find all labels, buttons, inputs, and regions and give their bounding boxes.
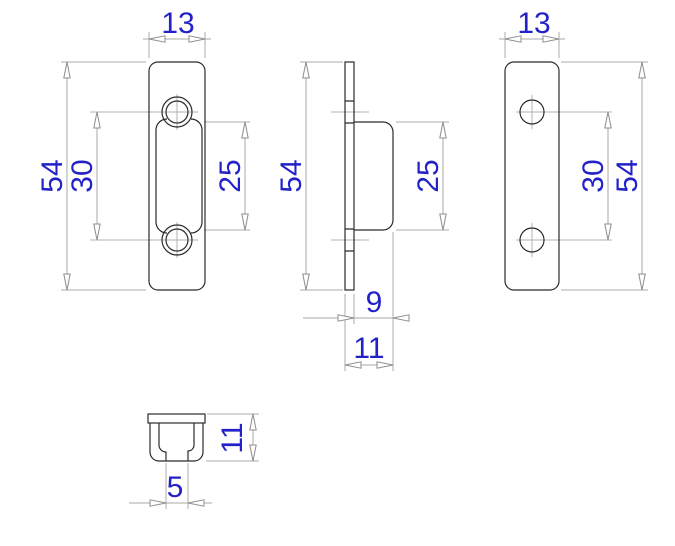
front-pad-height-dim-label: 25 bbox=[214, 159, 247, 192]
side-pad-depth-dim-label: 9 bbox=[366, 286, 383, 319]
front-bottom-hole bbox=[165, 228, 189, 252]
front-height-dim-label: 54 bbox=[36, 159, 69, 192]
back-view: 13 30 54 bbox=[499, 7, 648, 291]
back-plate-outline bbox=[504, 61, 560, 291]
side-extension-lines bbox=[300, 61, 449, 371]
front-centerlines bbox=[90, 94, 198, 258]
front-extension-lines bbox=[61, 32, 250, 291]
bottom-pad-slot-walls bbox=[158, 423, 195, 461]
side-pad-height-dim-label: 25 bbox=[412, 159, 445, 192]
side-pad-outline bbox=[354, 121, 394, 231]
bottom-dim-arrowheads bbox=[149, 413, 257, 507]
back-height-dim-label: 54 bbox=[611, 159, 644, 192]
bottom-depth-dim-label: 11 bbox=[216, 422, 249, 453]
side-hole-edge-ticks bbox=[345, 100, 354, 252]
back-width-dim-label: 13 bbox=[517, 7, 550, 40]
front-bottom-hole-countersink bbox=[161, 224, 193, 256]
side-dim-arrowheads bbox=[302, 61, 447, 369]
front-plate-outline bbox=[148, 61, 206, 291]
front-pad-contour bbox=[155, 118, 203, 234]
bottom-pad-outer-outline bbox=[149, 423, 204, 462]
bottom-extension-lines bbox=[165, 413, 259, 509]
back-top-hole bbox=[519, 99, 545, 125]
side-view: 54 25 9 11 bbox=[275, 61, 449, 371]
side-height-dim-label: 54 bbox=[275, 159, 308, 192]
front-top-hole-countersink bbox=[161, 96, 193, 128]
front-hole-spacing-dim-label: 30 bbox=[66, 159, 99, 192]
front-view: 13 54 30 25 bbox=[36, 7, 250, 291]
side-plate-outline bbox=[344, 61, 355, 291]
bottom-slot-width-dim-label: 5 bbox=[167, 471, 184, 504]
side-depth-dim-label: 11 bbox=[353, 332, 384, 365]
back-centerlines bbox=[516, 95, 612, 257]
back-bottom-hole bbox=[519, 227, 545, 253]
side-centerlines bbox=[331, 111, 369, 241]
back-hole-spacing-dim-label: 30 bbox=[577, 159, 610, 192]
front-top-hole bbox=[165, 100, 189, 124]
front-dim-arrowheads bbox=[63, 35, 249, 291]
back-extension-lines bbox=[504, 32, 648, 291]
front-dimension-lines bbox=[66, 38, 246, 290]
back-dim-arrowheads bbox=[504, 35, 646, 291]
front-width-dim-label: 13 bbox=[161, 7, 194, 40]
bottom-plate-strip bbox=[147, 413, 206, 424]
bottom-view: 11 5 bbox=[129, 413, 259, 509]
side-dimension-lines bbox=[303, 62, 444, 366]
